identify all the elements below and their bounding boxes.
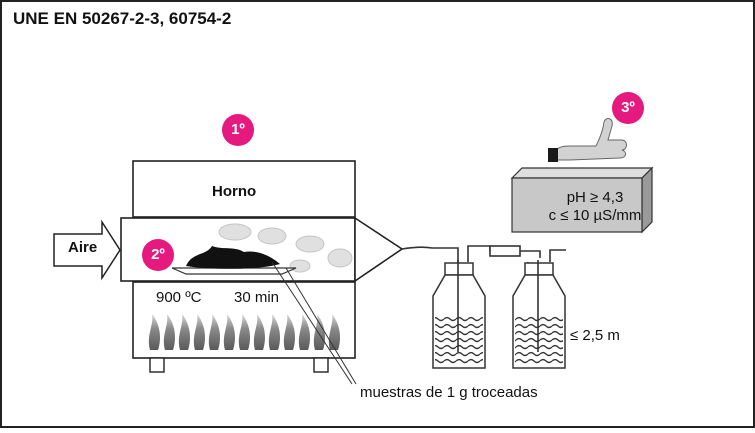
step-badge-2: 2º: [142, 239, 174, 271]
samples-label: muestras de 1 g troceadas: [360, 384, 538, 401]
pointer-line-2: [285, 267, 357, 385]
time-label: 30 min: [234, 289, 280, 306]
smoke-clouds: [218, 223, 353, 273]
furnace-leg-left: [149, 357, 165, 373]
conductivity-value: c ≤ 10 µS/mm: [548, 207, 642, 224]
height-label: ≤ 2,5 m: [570, 327, 620, 344]
air-label: Aire: [68, 239, 98, 256]
result-box: [510, 166, 654, 234]
temperature-label: 900 ºC: [156, 289, 202, 306]
pointer-line-1: [271, 261, 353, 385]
step-badge-1: 1º: [222, 114, 254, 146]
wash-bottle-2: [512, 260, 566, 369]
ph-value: pH ≥ 4,3: [566, 189, 624, 206]
furnace-leg-right: [313, 357, 329, 373]
furnace-top: [132, 160, 356, 218]
furnace-label: Horno: [212, 183, 257, 200]
tube-funnel: [354, 216, 404, 283]
air-arrow-icon: [53, 219, 121, 281]
thumbs-up-icon: [548, 118, 627, 162]
step-badge-3: 3º: [612, 92, 644, 124]
wash-bottle-1: [432, 260, 486, 369]
flame-icon: [148, 314, 340, 350]
diagram-title: UNE EN 50267-2-3, 60754-2: [13, 9, 232, 28]
sample-boat: [171, 246, 297, 275]
